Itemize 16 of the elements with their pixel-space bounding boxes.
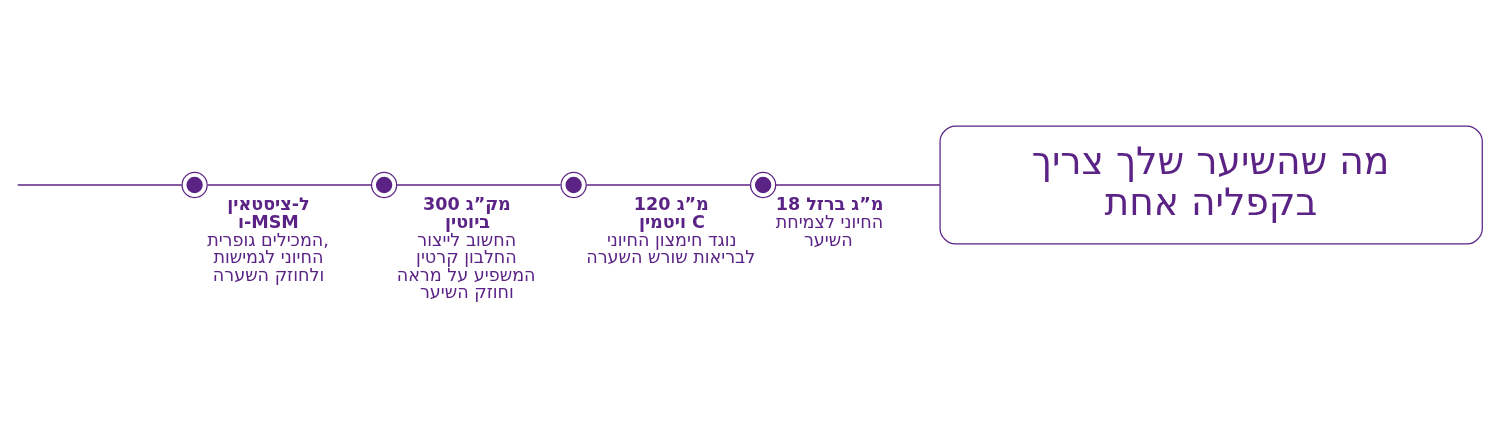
connector [206,183,372,186]
node-circle [749,171,777,198]
node-circle [370,171,398,198]
node-circle [181,171,208,198]
node-label: 120 מ”ג ויטמין C [633,193,709,232]
node-label: 300 מק”ג ביוטין [423,193,511,232]
node-label: ל-ציסטאין ו-MSM [227,193,310,232]
node-label: החיוני לצמיחת השיער [775,211,884,249]
connector [775,183,941,186]
node-label: 18 מ”ג ברזל [775,193,884,214]
node-label: המכילים גופרית, החיוני לגמישות ולחוזק השערה [207,229,329,285]
node-circle [560,171,587,198]
node-box: מה שהשיער שלך צריך בקפליה אחת [939,124,1483,245]
connector [16,183,183,186]
connector [396,183,562,186]
connector [585,183,751,186]
